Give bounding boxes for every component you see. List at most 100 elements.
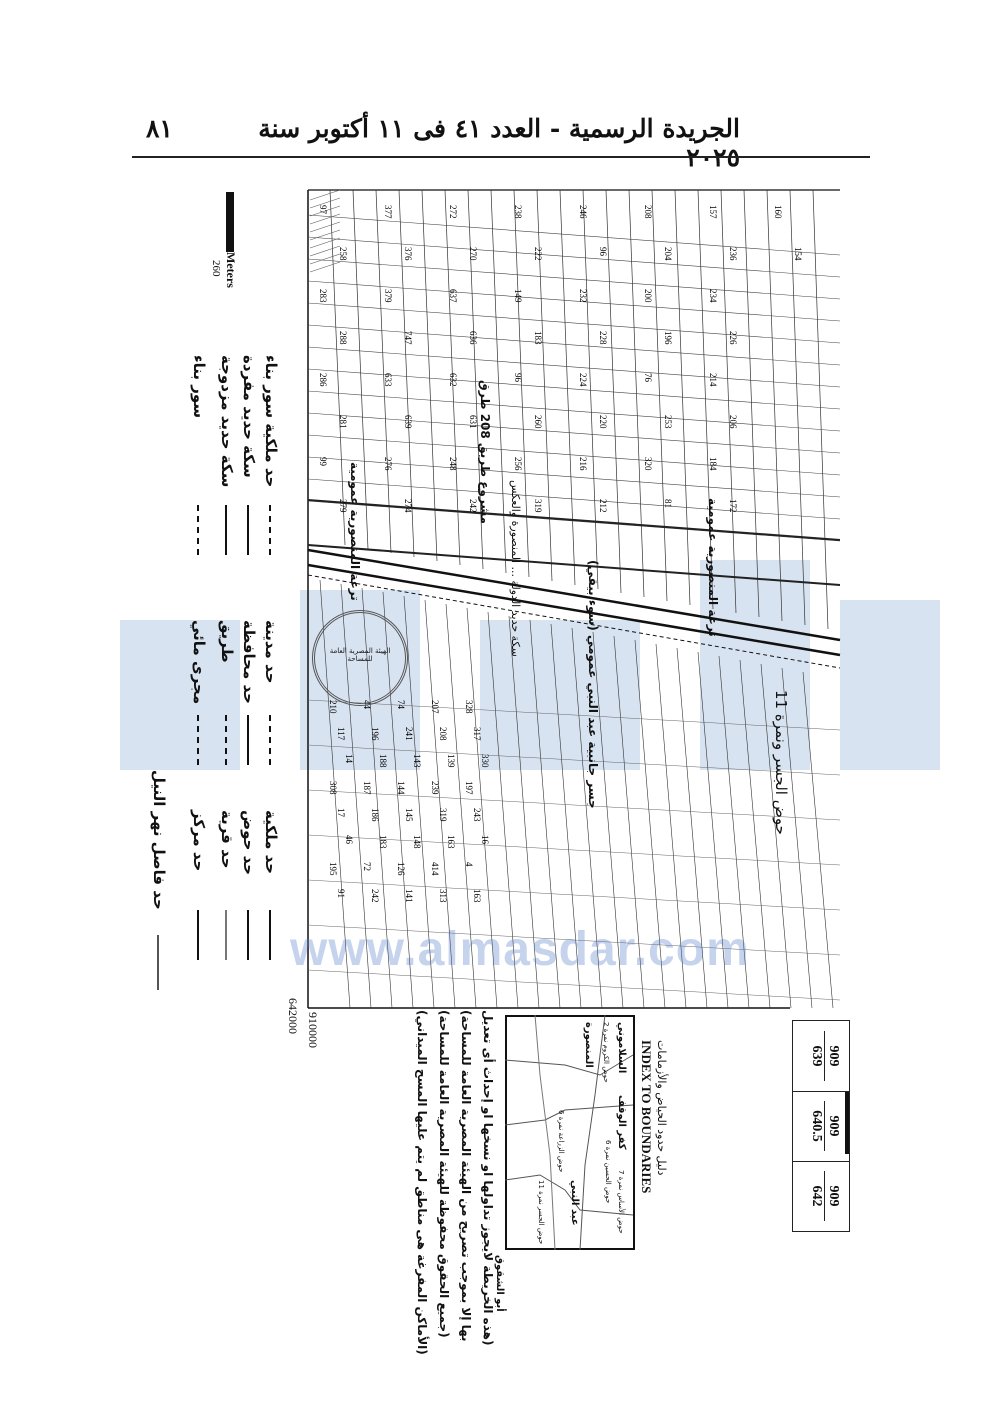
parcel-number: 288	[338, 331, 348, 345]
parcel-boundary	[697, 651, 729, 1009]
parcel-boundary	[307, 346, 841, 388]
legend-label: سور بناء	[190, 355, 208, 419]
parcel-boundary	[307, 789, 841, 821]
legend-symbol	[225, 715, 227, 765]
parcel-number: 197	[464, 781, 474, 795]
legend-symbol	[247, 505, 249, 555]
parcel-number: 188	[378, 754, 388, 768]
hatched-area	[309, 221, 341, 233]
parcel-number: 253	[663, 415, 673, 429]
legend-symbol	[197, 910, 199, 960]
parcel-boundary	[403, 595, 435, 1009]
parcel-number: 99	[318, 457, 328, 467]
parcel-boundary	[718, 655, 750, 1009]
parcel-number: 208	[643, 205, 653, 219]
parcel-boundary	[307, 324, 841, 366]
hatched-area	[309, 253, 341, 265]
sheet-bottom: 639	[809, 1045, 824, 1067]
parcel-number: 636	[468, 331, 478, 345]
hatched-area	[309, 205, 341, 217]
parcel-number: 274	[403, 499, 413, 513]
sheet-bottom: 642	[809, 1185, 824, 1207]
parcel-boundary	[743, 189, 760, 618]
parcel-number: 126	[396, 862, 406, 876]
parcel-number: 160	[773, 205, 783, 219]
hatched-area	[309, 197, 341, 209]
legend-symbol	[225, 505, 227, 555]
parcel-boundary	[655, 643, 687, 1009]
parcel-number: 206	[728, 415, 738, 429]
header-divider	[132, 156, 870, 158]
parcel-number: 631	[468, 415, 478, 429]
parcel-boundary	[424, 599, 456, 1009]
parcel-boundary	[634, 639, 666, 1009]
parcel-number: 320	[643, 457, 653, 471]
parcel-number: 226	[728, 331, 738, 345]
road-project-label: مشروع طريق 208 طرق	[478, 380, 492, 524]
sheet-top: 909	[824, 1171, 841, 1221]
map-note: بها إلا بموجب تصريح من الهيئة المصرية ال…	[459, 1010, 473, 1342]
parcel-number: 379	[383, 289, 393, 303]
parcel-boundary	[529, 619, 561, 1009]
parcel-number: 241	[404, 727, 414, 741]
parcel-number: 72	[362, 862, 372, 871]
parcel-boundary	[398, 189, 415, 558]
parcel-boundary	[307, 390, 841, 432]
parcel-boundary	[307, 280, 841, 322]
legend-symbol	[269, 715, 271, 765]
index-map-label: المنصورة	[583, 1022, 594, 1068]
index-map-label: حوض الكروم نمرة 2	[602, 1022, 610, 1083]
embankment-label: جسر جانبية عبد النبي عمومي (سوء بيقي)	[586, 560, 600, 809]
road-edge	[307, 563, 841, 657]
sheet-top: 909	[824, 1031, 841, 1081]
parcel-number: 260	[533, 415, 543, 429]
parcel-number: 242	[370, 889, 380, 903]
parcel-number: 319	[438, 808, 448, 822]
parcel-number: 258	[338, 247, 348, 261]
legend-label: طريق	[218, 620, 236, 663]
hatched-area	[309, 189, 341, 201]
index-map-label: حوض الحسين نمرة 6	[604, 1140, 612, 1204]
canal-bank	[307, 499, 841, 541]
parcel-number: 148	[412, 835, 422, 849]
parcel-number: 637	[448, 289, 458, 303]
parcel-number: 117	[336, 727, 346, 741]
parcel-number: 317	[472, 727, 482, 741]
parcel-boundary	[307, 236, 841, 278]
parcel-boundary	[307, 434, 841, 476]
page-number: ٨١	[146, 114, 173, 143]
parcel-boundary	[329, 189, 346, 546]
sheet-top: 909	[824, 1101, 841, 1151]
parcel-number: 256	[513, 457, 523, 471]
sheet-bottom: 640.5	[809, 1110, 824, 1142]
parcel-number: 96	[513, 373, 523, 383]
parcel-number: 81	[663, 499, 673, 508]
index-map-label: حوض الجسر نمرة 11	[537, 1180, 545, 1245]
parcel-number: 224	[578, 373, 588, 387]
legend-label: سكة حديد مزدوجة	[218, 355, 236, 488]
parcel-boundary	[307, 834, 841, 866]
canal-label-2: ترعة المنصورية عمومية	[706, 498, 720, 637]
parcel-boundary	[307, 478, 841, 520]
parcel-number: 220	[598, 415, 608, 429]
parcel-boundary	[307, 924, 841, 956]
parcel-number: 238	[513, 205, 523, 219]
legend-symbol	[197, 505, 199, 555]
parcel-number: 248	[448, 457, 458, 471]
parcel-boundary	[508, 615, 540, 1009]
parcel-number: 234	[708, 289, 718, 303]
parcel-boundary	[513, 189, 530, 578]
parcel-boundary	[307, 456, 841, 498]
hatched-area	[309, 245, 341, 257]
parcel-boundary	[676, 647, 708, 1009]
parcel-number: 208	[438, 727, 448, 741]
legend-symbol	[269, 910, 271, 960]
index-map-label: عبد النبي	[569, 1180, 580, 1226]
stamp-text: الهيئة المصرية العامة للمساحة	[329, 647, 391, 663]
